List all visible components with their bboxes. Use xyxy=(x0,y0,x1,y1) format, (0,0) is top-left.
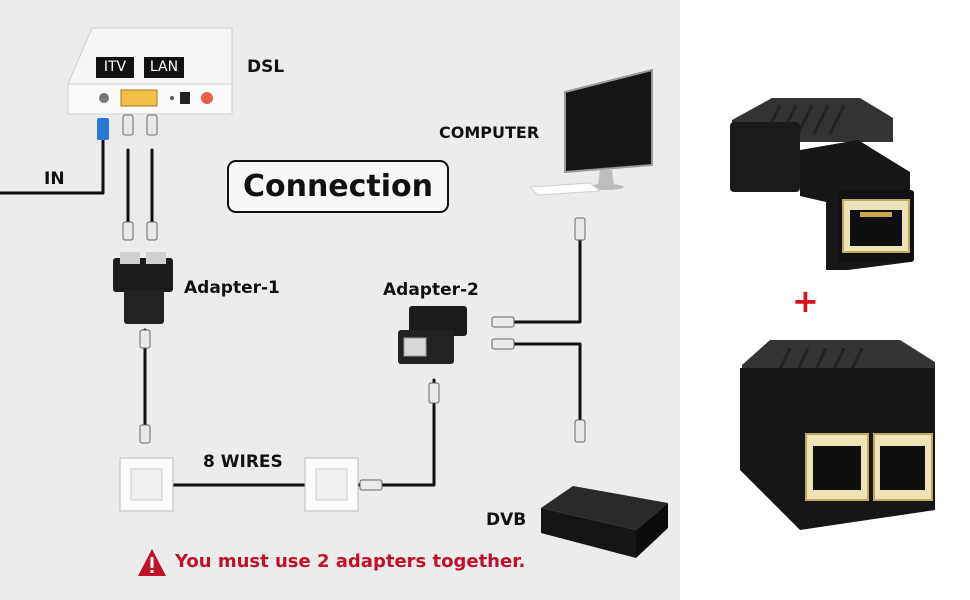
label-in: IN xyxy=(44,169,65,189)
plug xyxy=(139,329,151,349)
plug xyxy=(122,114,134,136)
plug xyxy=(146,114,158,136)
plug xyxy=(359,479,383,491)
port-tag-itv: ITV xyxy=(96,57,134,78)
plug xyxy=(574,419,586,443)
label-dsl: DSL xyxy=(247,57,285,77)
plug xyxy=(139,424,151,444)
computer xyxy=(528,68,653,196)
plug xyxy=(122,221,134,241)
label-eight-wires: 8 WIRES xyxy=(203,452,283,472)
warning-icon xyxy=(138,549,166,576)
product-dual-port-adapter xyxy=(740,340,935,530)
adapter-1 xyxy=(113,252,173,324)
plug xyxy=(146,221,158,241)
adapter-2 xyxy=(398,306,467,364)
port-tag-lan: LAN xyxy=(144,57,184,78)
diagram-title: Connection xyxy=(227,160,449,213)
plug xyxy=(491,338,515,350)
product-single-port-adapter xyxy=(730,98,914,270)
in-cable xyxy=(0,133,105,195)
warning-text: You must use 2 adapters together. xyxy=(175,551,526,572)
plug xyxy=(491,316,515,328)
label-computer: COMPUTER xyxy=(439,123,540,142)
adapter2-to-dvb-cable xyxy=(498,342,582,432)
warning-note: You must use 2 adapters together. xyxy=(137,551,525,572)
label-adapter-2: Adapter-2 xyxy=(383,280,479,300)
plug xyxy=(574,217,586,241)
plug xyxy=(428,382,440,404)
dvb-box xyxy=(541,486,668,558)
label-adapter-1: Adapter-1 xyxy=(184,278,280,298)
fiber-plug xyxy=(97,118,109,140)
rj45-plugs xyxy=(122,114,586,491)
wallplate-to-adapter2-cable xyxy=(356,378,436,487)
power-button xyxy=(201,92,213,104)
power-port xyxy=(99,93,109,103)
plus-sign: + xyxy=(792,282,819,320)
label-dvb: DVB xyxy=(486,510,527,530)
ethernet-ports xyxy=(120,89,158,107)
adapter2-to-computer-cable xyxy=(498,228,582,324)
